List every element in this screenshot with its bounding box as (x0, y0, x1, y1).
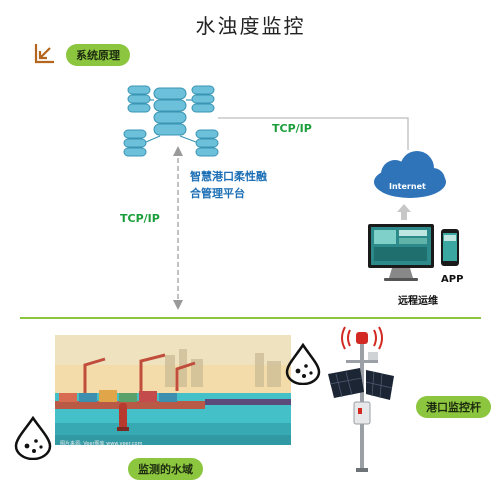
harbor-image (55, 335, 291, 445)
server-cluster-icon (123, 85, 219, 157)
monitoring-pole (328, 326, 394, 472)
link-side-label: TCP/IP (120, 212, 160, 225)
water-drop-icon (285, 343, 321, 385)
divider-line (20, 317, 481, 319)
monitor-icon (368, 224, 434, 281)
app-label: APP (441, 274, 464, 285)
phone-icon (441, 229, 459, 266)
page-title: 水浊度监控 (195, 14, 306, 38)
corner-arrow-icon (34, 44, 54, 64)
connector-lines (173, 117, 411, 310)
remote-label: 远程运维 (398, 296, 438, 307)
water-drop-icon (14, 416, 52, 460)
link-top-label: TCP/IP (272, 122, 312, 135)
section-tag: 系统原理 (66, 44, 130, 66)
station-label: 港口监控杆 (416, 396, 491, 418)
alarm-light-icon (341, 326, 383, 350)
cloud-label: Internet (389, 182, 426, 191)
platform-label: 智慧港口柔性融 合管理平台 (190, 170, 267, 200)
water-area-label: 监测的水域 (128, 458, 203, 480)
photo-credit: 图片来源: Veer图库 www.veer.com (60, 441, 143, 447)
solar-panel-icon (328, 368, 394, 400)
cloud-icon (374, 151, 446, 198)
